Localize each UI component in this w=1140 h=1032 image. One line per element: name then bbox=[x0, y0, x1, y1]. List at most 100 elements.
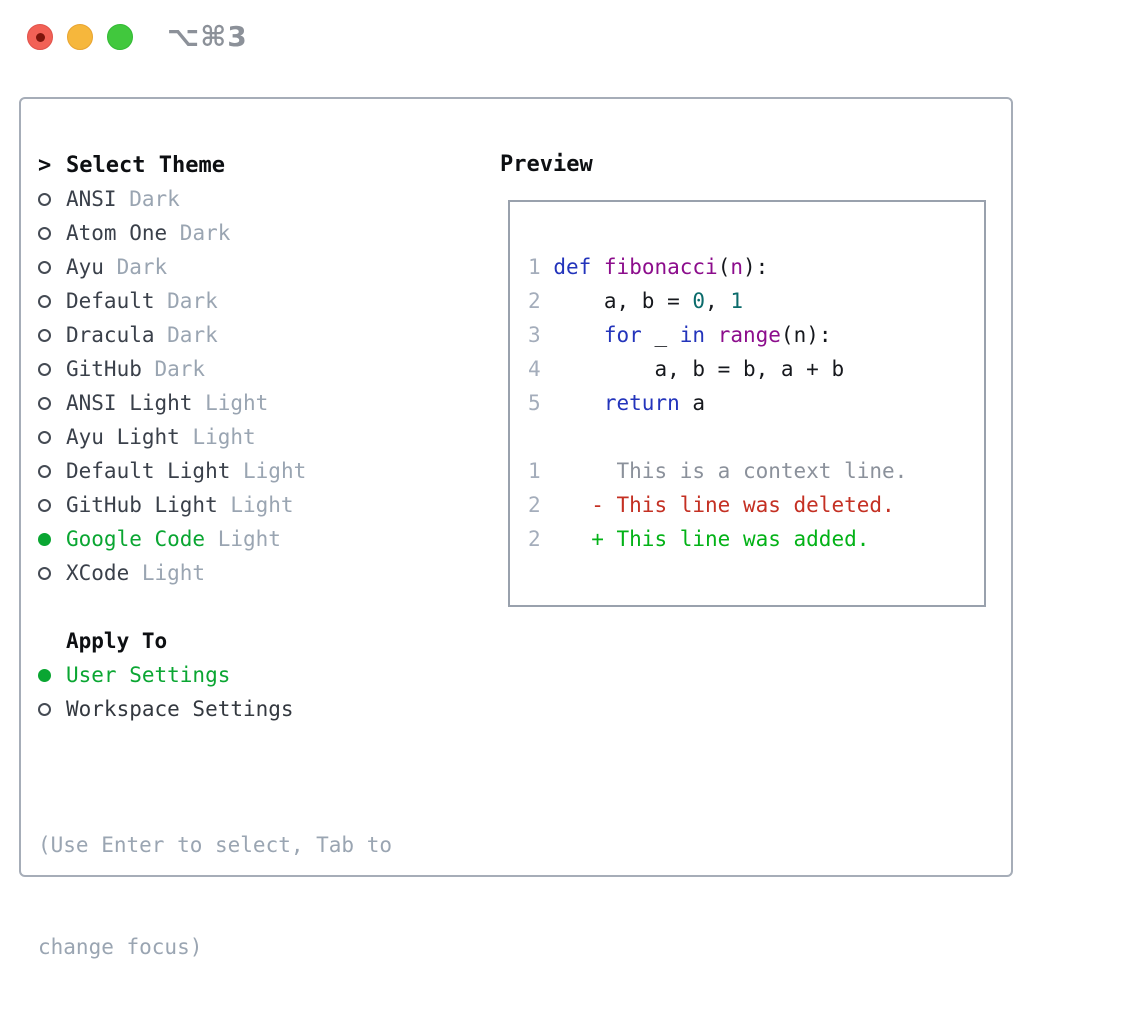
theme-name: Ayu bbox=[66, 255, 104, 279]
radio-marker bbox=[38, 702, 66, 716]
theme-name: ANSI bbox=[66, 187, 117, 211]
spacer bbox=[38, 726, 392, 760]
code-token-plain: a, b = b, a + b bbox=[540, 357, 845, 381]
code-token-plain: ): bbox=[743, 255, 769, 279]
code-token-plain: _ bbox=[641, 323, 680, 347]
code-token-function: fibonacci bbox=[603, 255, 718, 279]
minimize-button[interactable] bbox=[67, 24, 93, 50]
close-dot-icon bbox=[35, 32, 45, 42]
line-number: 2 bbox=[528, 493, 541, 517]
theme-option[interactable]: ANSI Dark bbox=[38, 182, 392, 216]
code-token-plain: (n): bbox=[780, 323, 832, 347]
theme-option[interactable]: Dracula Dark bbox=[38, 318, 392, 352]
code-token-number: 1 bbox=[730, 289, 743, 313]
theme-option[interactable]: ANSI Light Light bbox=[38, 386, 392, 420]
theme-name: Google Code bbox=[66, 527, 206, 551]
line-number: 5 bbox=[528, 391, 541, 415]
code-token-plain bbox=[541, 391, 604, 415]
radio-icon bbox=[38, 226, 51, 240]
spacer bbox=[38, 590, 392, 624]
radio-icon bbox=[38, 192, 51, 206]
apply-option[interactable]: User Settings bbox=[38, 658, 392, 692]
radio-icon bbox=[38, 430, 51, 444]
theme-option[interactable]: Ayu Dark bbox=[38, 250, 392, 284]
theme-variant: Light bbox=[192, 391, 269, 415]
line-number: 4 bbox=[528, 357, 541, 381]
help-line-1: (Use Enter to select, Tab to bbox=[38, 833, 393, 857]
theme-name: Default Light bbox=[66, 459, 231, 483]
theme-name: XCode bbox=[66, 561, 130, 585]
radio-icon bbox=[38, 566, 51, 580]
titlebar: ⌥⌘3 bbox=[0, 0, 1140, 75]
theme-variant: Dark bbox=[103, 255, 168, 279]
radio-marker bbox=[38, 430, 66, 444]
theme-variant: Light bbox=[179, 425, 256, 449]
line-number: 1 bbox=[528, 459, 541, 483]
select-theme-title: Select Theme bbox=[66, 152, 225, 178]
code-token-keyword: def bbox=[553, 255, 592, 279]
theme-variant: Light bbox=[217, 493, 294, 517]
theme-variant: Dark bbox=[154, 323, 218, 347]
theme-option[interactable]: GitHub Light Light bbox=[38, 488, 392, 522]
code-line: 4 a, b = b, a + b bbox=[528, 352, 984, 386]
theme-variant: Dark bbox=[154, 289, 218, 313]
help-text: (Use Enter to select, Tab to change focu… bbox=[38, 760, 392, 1032]
theme-name: ANSI Light bbox=[66, 391, 193, 415]
code-token-plain bbox=[705, 323, 718, 347]
radio-marker bbox=[38, 396, 66, 410]
radio-marker bbox=[38, 294, 66, 308]
theme-option[interactable]: Default Dark bbox=[38, 284, 392, 318]
radio-icon bbox=[38, 362, 51, 376]
apply-option-label: Workspace Settings bbox=[66, 697, 294, 721]
radio-icon bbox=[38, 396, 51, 410]
theme-option[interactable]: GitHub Dark bbox=[38, 352, 392, 386]
theme-name: Atom One bbox=[66, 221, 168, 245]
theme-variant: Dark bbox=[116, 187, 180, 211]
radio-marker bbox=[38, 498, 66, 512]
code-token-number: 0 bbox=[692, 289, 706, 313]
radio-icon bbox=[38, 702, 51, 716]
code-token-plain: , bbox=[705, 289, 731, 313]
code-token-plain bbox=[591, 255, 604, 279]
theme-name: GitHub Light bbox=[66, 493, 218, 517]
window-shortcut-label: ⌥⌘3 bbox=[167, 20, 248, 53]
code-line: 3 for _ in range(n): bbox=[528, 318, 984, 352]
close-button[interactable] bbox=[27, 24, 53, 50]
code-token-plain: ( bbox=[717, 255, 731, 279]
line-number: 2 bbox=[528, 527, 541, 551]
line-number: 2 bbox=[528, 289, 541, 313]
apply-option[interactable]: Workspace Settings bbox=[38, 692, 392, 726]
theme-option[interactable]: Default Light Light bbox=[38, 454, 392, 488]
code-token-plain bbox=[541, 323, 604, 347]
radio-marker bbox=[38, 260, 66, 274]
theme-option[interactable]: Ayu Light Light bbox=[38, 420, 392, 454]
apply-to-header: Apply To bbox=[38, 624, 392, 658]
code-token-keyword: for bbox=[603, 323, 642, 347]
theme-variant: Light bbox=[129, 561, 206, 585]
code-line: 2 a, b = 0, 1 bbox=[528, 284, 984, 318]
theme-variant: Dark bbox=[167, 221, 231, 245]
theme-name: Default bbox=[66, 289, 155, 313]
diff-line: 2 + This line was added. bbox=[528, 522, 984, 556]
theme-option[interactable]: XCode Light bbox=[38, 556, 392, 590]
theme-option[interactable]: Google Code Light bbox=[38, 522, 392, 556]
radio-marker bbox=[38, 362, 66, 376]
code-token-keyword: return bbox=[603, 391, 680, 415]
theme-option[interactable]: Atom One Dark bbox=[38, 216, 392, 250]
code-token-plain bbox=[541, 493, 592, 517]
code-token-function: range bbox=[717, 323, 781, 347]
apply-to-title: Apply To bbox=[66, 629, 168, 653]
code-token-plain bbox=[541, 527, 592, 551]
line-number: 1 bbox=[528, 255, 541, 279]
code-token-added: + This line was added. bbox=[591, 527, 870, 551]
code-token-keyword: in bbox=[679, 323, 706, 347]
radio-icon bbox=[38, 294, 51, 308]
radio-marker bbox=[38, 226, 66, 240]
radio-marker bbox=[38, 328, 66, 342]
maximize-button[interactable] bbox=[107, 24, 133, 50]
